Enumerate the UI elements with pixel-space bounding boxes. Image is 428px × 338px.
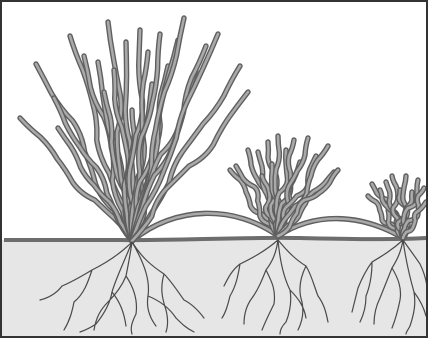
soil-area	[0, 240, 428, 338]
ground-surface-line	[4, 238, 426, 240]
